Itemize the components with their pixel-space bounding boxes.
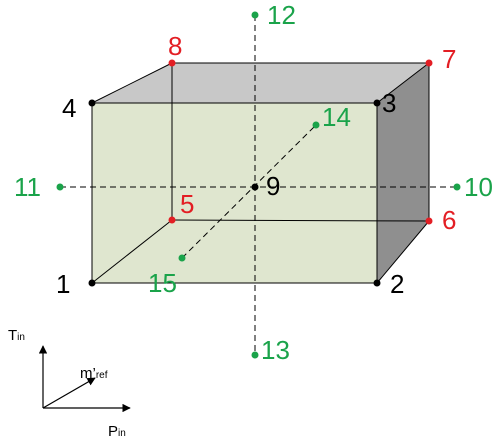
axes-legend: Tin Pin m’ref	[8, 327, 131, 440]
point-2: 2	[373, 269, 404, 299]
point-14-label: 14	[322, 102, 351, 132]
point-1-dot	[88, 279, 96, 287]
p-axis-main: P	[108, 423, 118, 440]
point-7: 7	[425, 44, 456, 74]
point-13-dot	[251, 351, 259, 359]
point-5: 5	[168, 189, 194, 224]
point-4: 4	[62, 93, 96, 123]
right-face	[377, 63, 429, 283]
point-8: 8	[168, 31, 182, 67]
point-14-dot	[312, 121, 320, 129]
point-11-dot	[56, 183, 64, 191]
point-3: 3	[373, 88, 396, 118]
m-axis-sub: ref	[96, 370, 108, 381]
point-12: 12	[251, 0, 296, 30]
point-7-label: 7	[442, 44, 456, 74]
point-5-label: 5	[180, 189, 194, 219]
point-10-label: 10	[464, 172, 493, 202]
point-2-label: 2	[390, 269, 404, 299]
point-9: 9	[251, 171, 280, 201]
m-axis-arrow	[42, 377, 96, 409]
point-10-dot	[453, 183, 461, 191]
point-11: 11	[14, 172, 64, 202]
point-1-label: 1	[56, 269, 70, 299]
point-5-dot	[168, 216, 176, 224]
point-6-dot	[425, 217, 433, 225]
p-axis-sub: in	[118, 428, 126, 439]
top-face	[92, 63, 429, 103]
point-4-dot	[88, 99, 96, 107]
point-9-dot	[251, 183, 259, 191]
p-axis-label: Pin	[108, 423, 126, 440]
back-edge-horizontal	[171, 219, 430, 222]
dashed-axis-depth	[181, 124, 317, 259]
t-axis-sub: in	[17, 332, 25, 343]
point-13-label: 13	[261, 335, 290, 365]
point-1: 1	[56, 269, 96, 299]
point-6: 6	[425, 205, 456, 235]
point-12-label: 12	[267, 0, 296, 30]
point-8-dot	[168, 59, 176, 67]
t-axis-main: T	[8, 327, 17, 344]
point-15-label: 15	[148, 268, 177, 298]
point-15: 15	[148, 254, 186, 298]
front-face	[92, 103, 377, 283]
point-4-label: 4	[62, 93, 76, 123]
point-9-label: 9	[266, 171, 280, 201]
point-2-dot	[373, 279, 381, 287]
point-3-label: 3	[382, 88, 396, 118]
back-edge-depth	[91, 219, 173, 284]
point-3-dot	[373, 99, 381, 107]
top-edge-left	[91, 62, 173, 104]
point-7-dot	[425, 59, 433, 67]
t-axis-label: Tin	[8, 327, 25, 344]
point-14: 14	[312, 102, 351, 132]
point-13: 13	[251, 335, 290, 365]
point-11-label: 11	[14, 172, 41, 202]
bottom-edge-right	[376, 220, 430, 284]
point-10: 10	[453, 172, 493, 202]
point-15-dot	[178, 254, 186, 262]
m-axis-label: m’ref	[80, 365, 108, 382]
point-8-label: 8	[168, 31, 182, 61]
m-axis-main: m’	[80, 365, 96, 382]
point-6-label: 6	[442, 205, 456, 235]
top-edge-right	[376, 62, 430, 104]
point-12-dot	[251, 11, 259, 19]
